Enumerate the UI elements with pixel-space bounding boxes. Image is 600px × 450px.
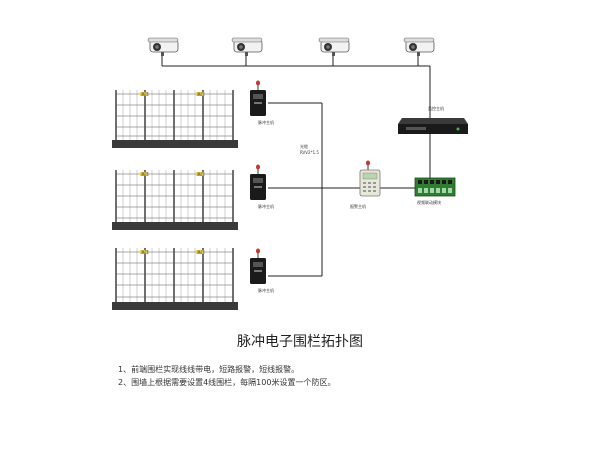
fence-2: 高压 高压 xyxy=(112,170,238,230)
fence-tag-label: 高压 xyxy=(141,170,149,176)
alarm-panel-icon xyxy=(359,160,381,197)
diagram-title: 脉冲电子围栏拓扑图 xyxy=(237,334,363,350)
monitor-host: 监控主机 xyxy=(398,105,468,134)
pulse-host-3: 脉冲主机 xyxy=(250,248,274,293)
fence-tag-label: 高压 xyxy=(197,170,205,176)
note-2: 2、围墙上根据需要设置4线围栏，每隔100米设置一个防区。 xyxy=(118,377,335,387)
cctv-camera-icon xyxy=(403,37,435,56)
connection-lines xyxy=(161,56,431,277)
camera-1 xyxy=(147,37,179,56)
camera-3 xyxy=(318,37,350,56)
fence-1: 高压 高压 xyxy=(112,90,238,148)
pulse-host-label: 脉冲主机 xyxy=(258,119,274,125)
note-1: 1、前端围栏实现线线带电，短路报警，短线报警。 xyxy=(118,364,299,374)
pulse-host-icon xyxy=(250,248,266,284)
linkage-module: 视频联动模块 xyxy=(414,177,456,205)
linkage-module-label: 视频联动模块 xyxy=(417,199,441,205)
camera-2 xyxy=(231,37,263,56)
fence-tag-label: 高压 xyxy=(141,90,149,96)
pulse-host-icon xyxy=(250,164,266,200)
fence-tag-label: 高压 xyxy=(141,248,149,254)
camera-4 xyxy=(403,37,435,56)
pulse-host-icon xyxy=(250,80,266,116)
nvr-icon xyxy=(398,118,468,134)
alarm-host-label: 报警主机 xyxy=(350,203,366,209)
cctv-camera-icon xyxy=(318,37,350,56)
monitor-host-label: 监控主机 xyxy=(428,105,444,111)
pulse-host-label: 脉冲主机 xyxy=(258,287,274,293)
pulse-host-label: 脉冲主机 xyxy=(258,203,274,209)
alarm-host: 报警主机 xyxy=(350,160,381,209)
cctv-camera-icon xyxy=(147,37,179,56)
pulse-host-1: 脉冲主机 xyxy=(250,80,274,125)
cable-spec-label: RVV2*1.5 xyxy=(300,150,319,155)
linkage-module-icon xyxy=(414,177,456,197)
cable-type-label: 光缆 xyxy=(300,143,308,149)
cctv-camera-icon xyxy=(231,37,263,56)
fence-3: 高压 高压 xyxy=(112,248,238,310)
fence-tag-label: 高压 xyxy=(197,248,205,254)
fence-tag-label: 高压 xyxy=(197,90,205,96)
pulse-host-2: 脉冲主机 xyxy=(250,164,274,209)
